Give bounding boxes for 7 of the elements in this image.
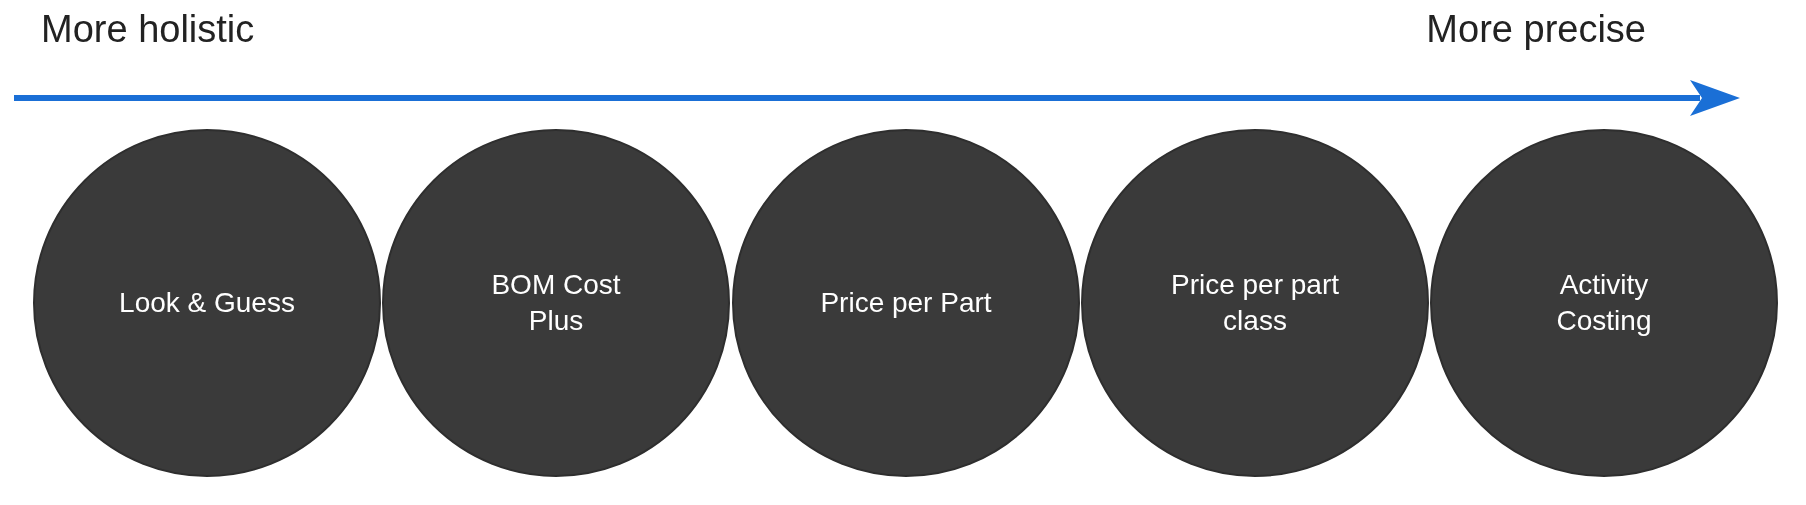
circle-label: Price per part class: [1169, 268, 1341, 338]
circle-label: Price per Part: [820, 286, 992, 320]
scale-end-label: More holistic: [41, 8, 255, 51]
circle-label: Look & Guess: [119, 286, 295, 320]
circle-label: BOM Cost Plus: [490, 268, 622, 338]
scale-end-label: More precise: [1426, 8, 1646, 51]
circle-label: Activity Costing: [1555, 268, 1653, 338]
